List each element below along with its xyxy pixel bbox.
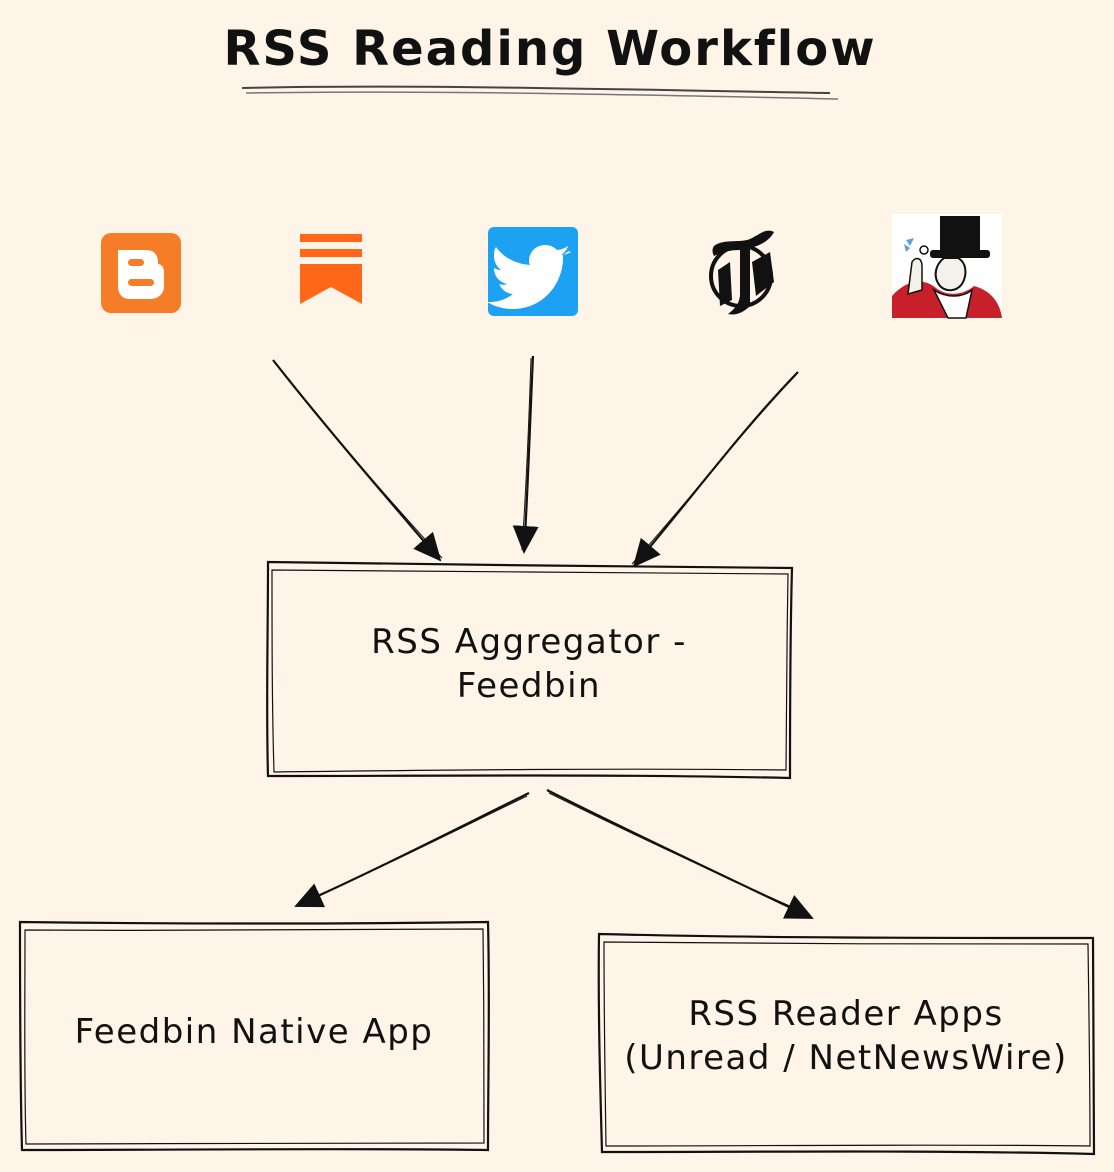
blogger-icon — [101, 233, 181, 313]
arrow-source-to-aggregator-right — [631, 371, 799, 568]
new-yorker-icon — [892, 214, 1002, 319]
arrow-aggregator-to-native-app — [294, 792, 530, 908]
native-app-box — [18, 920, 490, 1152]
aggregator-box — [266, 560, 794, 780]
arrow-aggregator-to-reader-apps — [546, 789, 814, 919]
substack-icon — [300, 234, 362, 304]
diagram-title: RSS Reading Workflow — [223, 21, 877, 77]
arrow-source-to-aggregator-center — [512, 355, 539, 554]
native-app-label: Feedbin Native App — [74, 1012, 434, 1052]
twitter-icon — [487, 227, 578, 316]
title-underline — [241, 85, 839, 100]
aggregator-label: RSS Aggregator - Feedbin — [371, 622, 687, 707]
nyt-icon — [709, 230, 774, 315]
arrow-source-to-aggregator-left — [272, 359, 443, 562]
reader-apps-label: RSS Reader Apps (Unread / NetNewsWire) — [624, 994, 1068, 1079]
reader-apps-box — [597, 932, 1096, 1156]
